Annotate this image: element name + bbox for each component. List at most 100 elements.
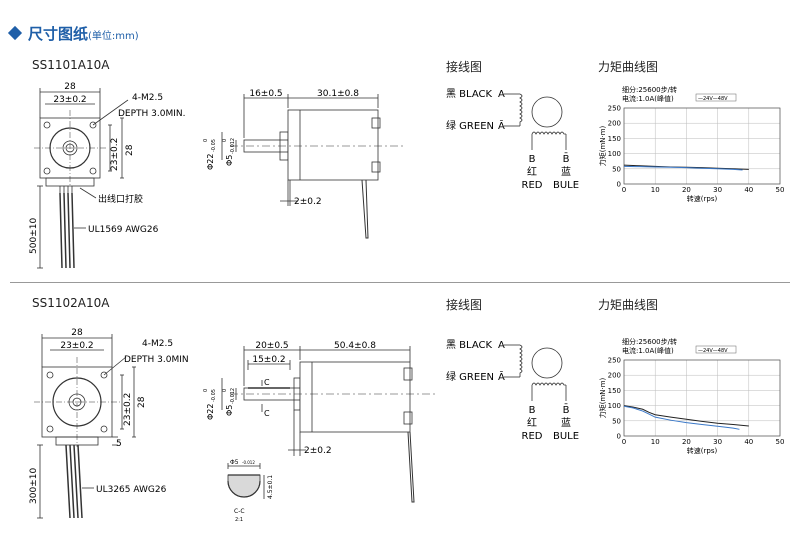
- chart-xtick-label: 20: [682, 438, 691, 446]
- wire-bbar-cn-2: 蓝: [561, 417, 571, 429]
- chart-xtick-label: 40: [744, 438, 753, 446]
- side-view-2: 20±0.5 50.4±0.8 15±0.2 C C Φ22 0 -0.05 Φ…: [203, 341, 435, 503]
- chart-ytick-label: 150: [608, 387, 621, 395]
- wiring-diagram-2: 黑 BLACK A 绿 GREEN Ā B B̄ 红 蓝 RED BULE: [446, 339, 579, 442]
- chart-ylabel: 力矩(mN·m): [598, 125, 607, 166]
- diamond-icon: [7, 25, 23, 41]
- wire-bbar-en-2: BULE: [553, 431, 579, 442]
- wire-b-cn-1: 红: [527, 165, 537, 178]
- chart-ytick-label: 0: [617, 433, 621, 441]
- wire-a-label-1: 黑 BLACK: [446, 88, 492, 100]
- hole-dim-v-2: 23±0.2: [123, 393, 133, 426]
- width-dim-2: 28: [71, 328, 83, 338]
- section-label: C-C: [234, 508, 245, 515]
- torque-chart-1: 细分:25600步/转电流:1.0A(峰值)—24V—48V0501001502…: [598, 85, 785, 203]
- section-cc: Φ5 -0.012 4.5±0.1 C-C 2:1: [227, 459, 274, 523]
- boss-tol-bot-1: -0.05: [211, 139, 217, 152]
- chart-xtick-label: 0: [622, 438, 626, 446]
- shaft-tol-top-2: 0: [222, 389, 228, 392]
- hole-dim-v-1: 23±0.2: [110, 138, 120, 171]
- chart-xtick-label: 50: [776, 438, 785, 446]
- torque-title-2: 力矩曲线图: [598, 298, 659, 312]
- chart-series-line-2: [623, 405, 740, 430]
- section-dia-tol: -0.012: [242, 460, 255, 465]
- wiring-title-2: 接线图: [446, 298, 483, 312]
- chart-ytick-label: 200: [608, 120, 621, 128]
- section-flat: 4.5±0.1: [267, 475, 274, 499]
- wire-b-letter-2: B: [529, 405, 536, 416]
- wire-b-en-1: RED: [522, 180, 543, 191]
- thread-1: 4-M2.5: [132, 93, 163, 103]
- lead-length-1: 500±10: [29, 218, 39, 254]
- chart-series-line-1: [623, 405, 749, 427]
- chart-legend: —24V—48V: [698, 96, 728, 102]
- chart-ytick-label: 50: [612, 417, 621, 425]
- wire-abar-label-1: 绿 GREEN: [446, 119, 494, 132]
- wire-abar-letter-1: Ā: [498, 119, 505, 132]
- lead-length-2: 300±10: [29, 468, 39, 504]
- wire-b-cn-2: 红: [527, 416, 537, 429]
- flange-1: 2±0.2: [294, 197, 322, 207]
- wire-abar-letter-2: Ā: [498, 370, 505, 383]
- thread-2: 4-M2.5: [142, 339, 173, 349]
- front-view-1: 28 23±0.2 4-M2.5 DEPTH 3.0MIN. 23±0.2 28…: [29, 82, 186, 269]
- chart-xtick-label: 30: [713, 438, 722, 446]
- flange-2: 2±0.2: [304, 446, 332, 456]
- shaft-len-1: 16±0.5: [249, 89, 282, 99]
- boss-dia-1: Φ22: [206, 154, 215, 170]
- wire-a-label-2: 黑 BLACK: [446, 339, 492, 351]
- wire-bbar-en-1: BULE: [553, 180, 579, 191]
- section-mark-top: C: [264, 378, 270, 387]
- height-dim-1: 28: [125, 144, 135, 156]
- wire-b-letter-1: B: [529, 154, 536, 165]
- section-title-text: 尺寸图纸: [28, 25, 89, 43]
- depth-1: DEPTH 3.0MIN.: [118, 109, 186, 119]
- chart-xtick-label: 0: [622, 186, 626, 194]
- torque-chart-2: 细分:25600步/转电流:1.0A(峰值)—24V—48V0501001502…: [598, 337, 785, 455]
- chart-xtick-label: 50: [776, 186, 785, 194]
- chart-legend-box: [695, 345, 737, 354]
- chart-xtick-label: 10: [651, 186, 660, 194]
- chart-legend-box: [695, 93, 737, 102]
- hole-dim-1: 23±0.2: [53, 95, 86, 105]
- chart-ytick-label: 0: [617, 181, 621, 189]
- shaft-dia-1: Φ5: [225, 155, 234, 166]
- section-title: 尺寸图纸(单位:mm): [7, 23, 139, 44]
- cable-2: UL3265 AWG26: [96, 485, 167, 495]
- chart-frame: [623, 359, 781, 437]
- chart-ytick-label: 200: [608, 372, 621, 380]
- section-divider: [10, 282, 790, 283]
- boss-tol-top-2: 0: [203, 389, 209, 392]
- chart-xtick-label: 10: [651, 438, 660, 446]
- wire-a-letter-2: A: [498, 340, 505, 351]
- chart-xlabel: 转速(rps): [687, 194, 718, 203]
- shaft-len-2: 20±0.5: [255, 341, 288, 351]
- shaft-tol-top-1: 0: [222, 139, 228, 142]
- wire-bbar-letter-1: B̄: [563, 152, 570, 165]
- wire-abar-label-2: 绿 GREEN: [446, 370, 494, 383]
- shaft-dia-2: Φ5: [225, 405, 234, 416]
- flat-len-2: 15±0.2: [252, 355, 285, 365]
- side-view-1: 16±0.5 30.1±0.8 Φ22 0 -0.05 Φ5 0 -0.012 …: [203, 89, 405, 239]
- wiring-title-1: 接线图: [446, 60, 483, 74]
- chart-subdivision: 细分:25600步/转: [622, 337, 677, 346]
- shaft-tol-bot-1: -0.012: [230, 138, 236, 154]
- chart-current: 电流:1.0A(峰值): [622, 346, 674, 355]
- depth-2: DEPTH 3.0MIN: [124, 355, 189, 365]
- wire-bbar-cn-1: 蓝: [561, 166, 571, 178]
- chart-xtick-label: 20: [682, 186, 691, 194]
- torque-title-1: 力矩曲线图: [598, 60, 659, 74]
- chart-ytick-label: 100: [608, 150, 621, 158]
- chart-ytick-label: 250: [608, 357, 621, 365]
- chart-ytick-label: 50: [612, 165, 621, 173]
- section-mark-bot: C: [264, 409, 270, 418]
- outlet-note-1: 出线口打胶: [98, 193, 143, 205]
- cable-1: UL1569 AWG26: [88, 225, 159, 235]
- body-len-2: 50.4±0.8: [334, 341, 376, 351]
- chart-xlabel: 转速(rps): [687, 446, 718, 455]
- chart-xtick-label: 30: [713, 186, 722, 194]
- boss-dia-2: Φ22: [206, 404, 215, 420]
- chart-frame: [623, 107, 781, 185]
- hole-dim-2: 23±0.2: [60, 341, 93, 351]
- chart-subdivision: 细分:25600步/转: [622, 85, 677, 94]
